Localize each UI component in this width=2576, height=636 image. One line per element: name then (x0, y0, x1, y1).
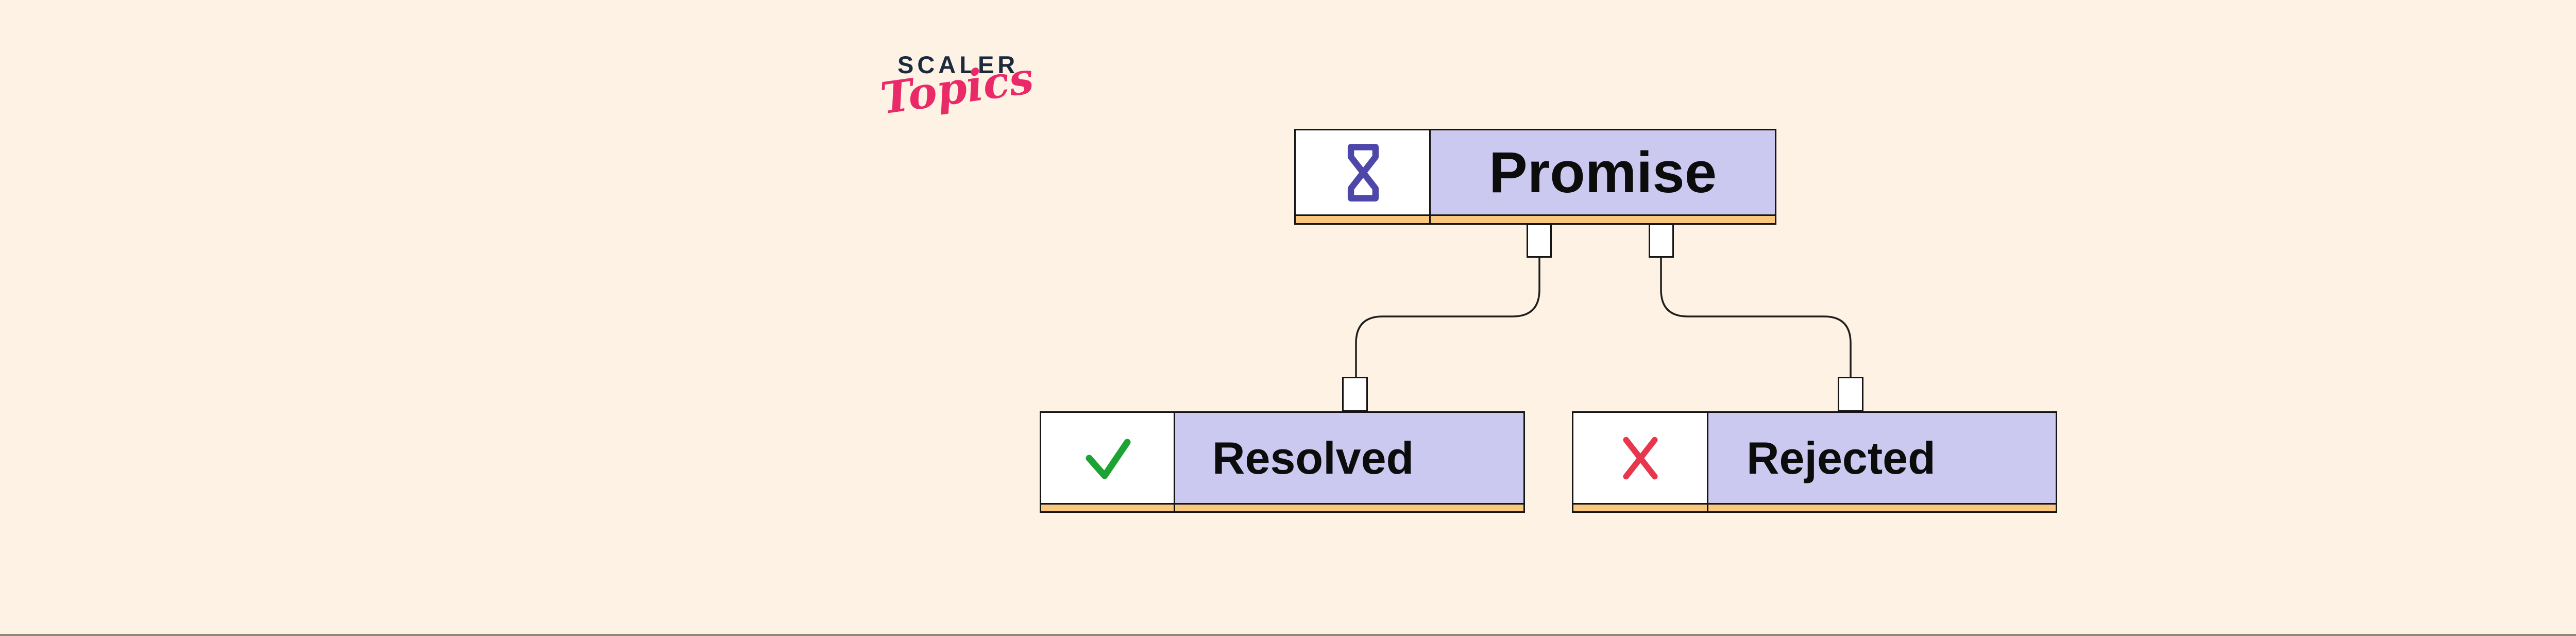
strip-segment (1573, 505, 1708, 511)
strip-segment (1296, 216, 1431, 223)
strip-segment (1175, 505, 1523, 511)
promise-icon-cell (1296, 130, 1431, 214)
rejected-icon-cell (1573, 413, 1708, 503)
resolved-input-port (1342, 377, 1368, 412)
node-promise-strip (1296, 214, 1775, 223)
strip-segment (1708, 505, 2056, 511)
node-rejected-strip (1573, 503, 2056, 511)
connector-promise-to-rejected (1660, 257, 1852, 378)
connector-promise-to-resolved (1355, 257, 1540, 378)
node-rejected: Rejected (1572, 411, 2057, 513)
footer-bar (0, 634, 2576, 636)
strip-segment (1431, 216, 1775, 223)
node-resolved: Resolved (1040, 411, 1525, 513)
promise-output-port-right (1649, 224, 1674, 258)
promise-output-port-left (1527, 224, 1552, 258)
check-icon (1086, 439, 1130, 479)
node-promise-label: Promise (1489, 140, 1717, 205)
rejected-input-port (1838, 377, 1863, 412)
logo-brand-text: SCALER (897, 51, 1019, 78)
scaler-topics-logo: SCALER Topics (876, 46, 1041, 155)
node-rejected-label: Rejected (1747, 432, 1936, 483)
node-resolved-strip (1041, 503, 1523, 511)
node-resolved-label: Resolved (1212, 432, 1414, 483)
node-rejected-body: Rejected (1573, 413, 2056, 503)
cross-icon (1622, 437, 1658, 479)
strip-segment (1041, 505, 1175, 511)
resolved-icon-cell (1041, 413, 1175, 503)
node-promise-body: Promise (1296, 130, 1775, 214)
node-resolved-body: Resolved (1041, 413, 1523, 503)
hourglass-icon (1347, 143, 1379, 202)
node-promise: Promise (1294, 129, 1776, 225)
